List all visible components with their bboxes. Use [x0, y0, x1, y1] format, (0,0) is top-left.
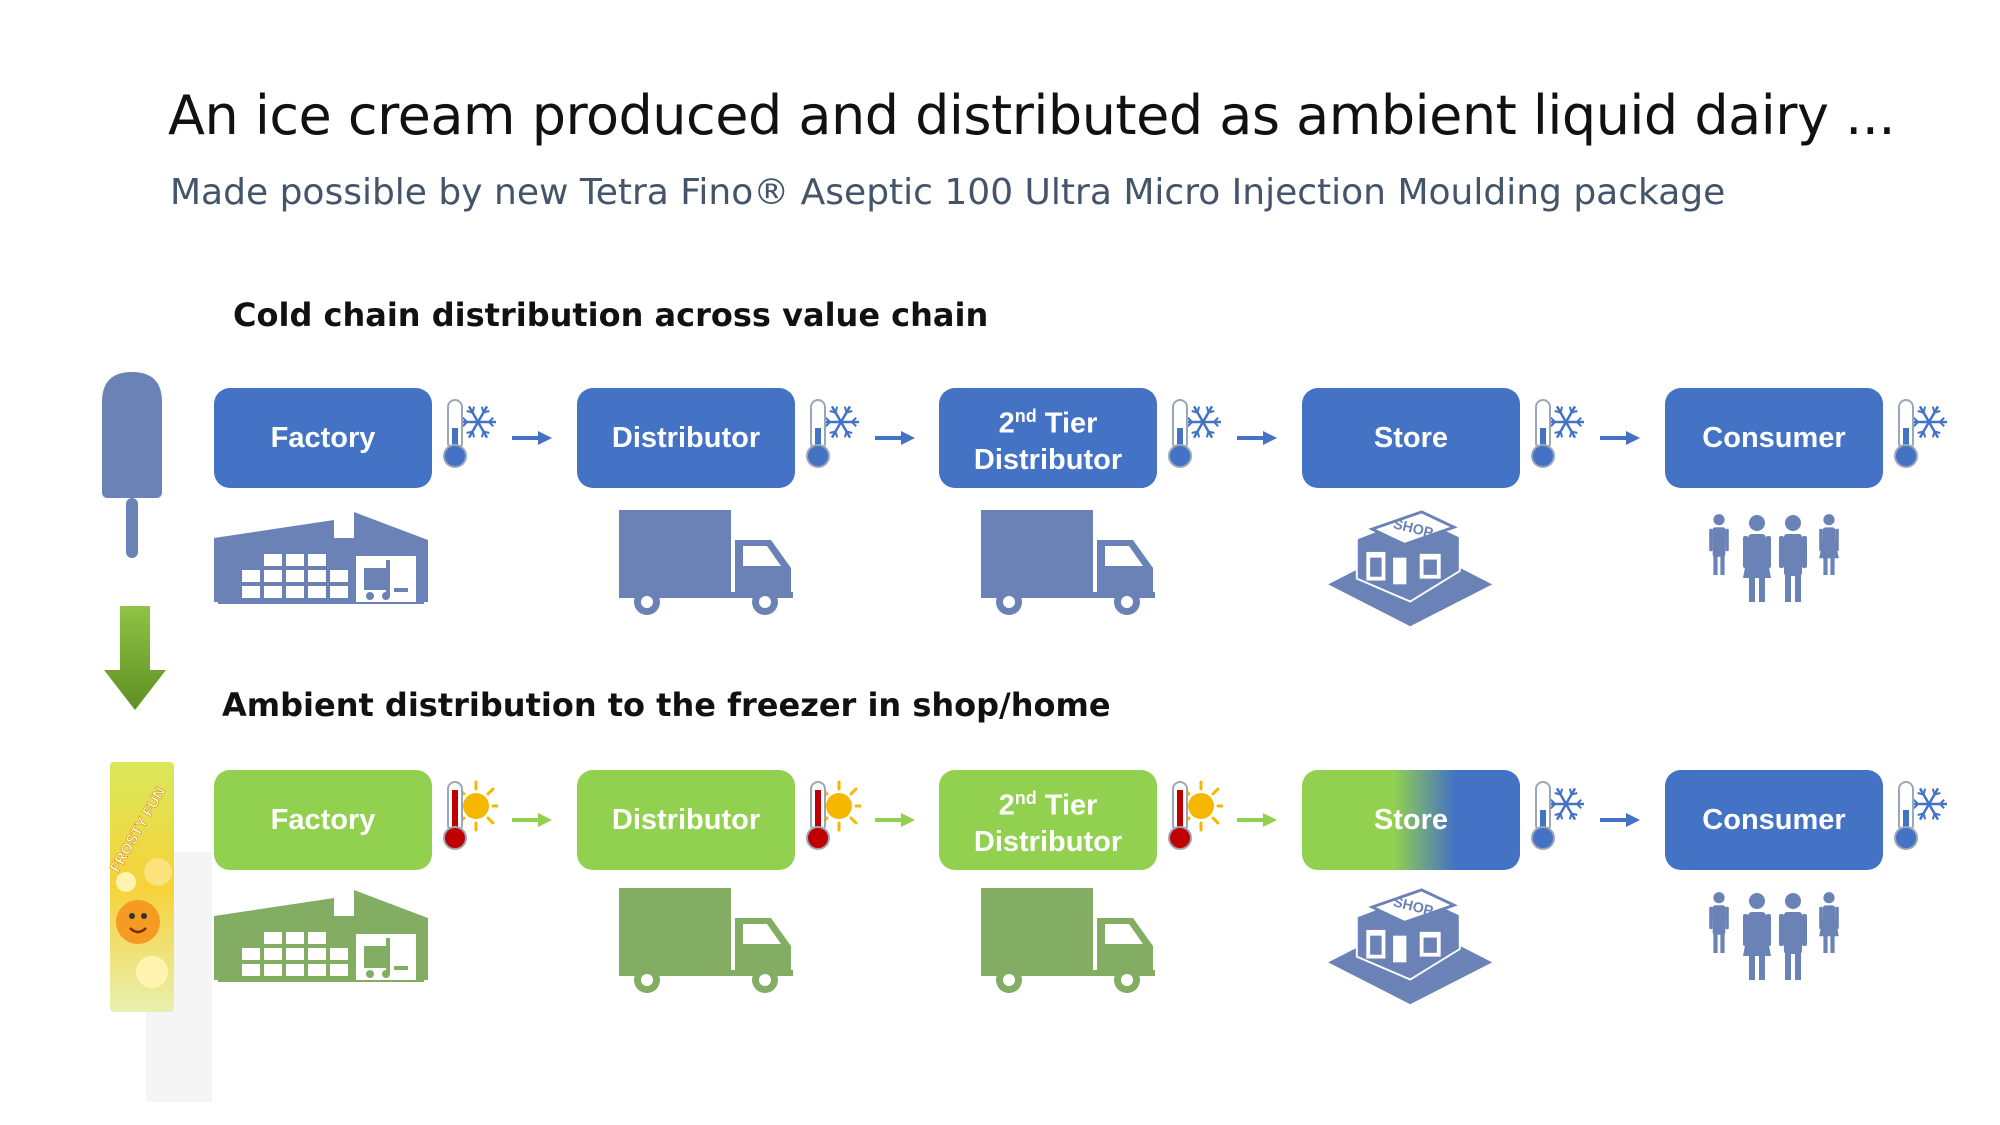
step-label-ordinal-suffix: nd [1014, 406, 1037, 427]
step-label-ordinal-suffix: nd [1014, 788, 1037, 809]
step-label-line2: Distributor [973, 825, 1123, 858]
truck-icon [981, 888, 1155, 993]
right-arrow-icon [512, 431, 552, 445]
step-label: Store [1373, 422, 1449, 454]
thermometer-snowflake-icon [1894, 781, 1947, 850]
page-subtitle: Made possible by new Tetra Fino® Aseptic… [170, 172, 1726, 213]
thermometer-snowflake-icon [1531, 781, 1584, 850]
factory-icon [214, 512, 428, 604]
truck-icon [619, 510, 793, 615]
step-label: Store [1373, 804, 1449, 836]
ambient-chain-step-store: Store [1302, 770, 1520, 870]
thermometer-snowflake-icon [443, 399, 496, 468]
cold-chain-step-store: Store [1302, 388, 1520, 488]
truck-icon [981, 510, 1155, 615]
step-label-line2: Distributor [973, 443, 1123, 476]
thermometer-snowflake-icon [1531, 399, 1584, 468]
step-label: Consumer [1702, 804, 1846, 836]
step-label: Consumer [1702, 422, 1846, 454]
factory-icon [214, 890, 428, 982]
step-label: Distributor [611, 804, 761, 836]
right-arrow-icon [875, 431, 915, 445]
shop-icon: SHOP [1328, 510, 1493, 627]
ambient-chain-step-distributor: Distributor [577, 770, 795, 870]
step-label-ordinal: 2 [998, 789, 1015, 822]
right-arrow-icon [1600, 813, 1640, 827]
thermometer-snowflake-icon [806, 399, 859, 468]
cold-chain-step-factory: Factory [214, 388, 432, 488]
family-icon [1709, 514, 1839, 602]
thermometer-snowflake-icon [1894, 399, 1947, 468]
step-label-ordinal: 2 [998, 407, 1015, 440]
popsicle-icon [102, 372, 162, 558]
right-arrow-icon [512, 813, 552, 827]
right-arrow-icon [1237, 813, 1277, 827]
thermometer-sun-icon [1168, 780, 1223, 850]
step-label: Factory [270, 804, 376, 836]
thermometer-snowflake-icon [1168, 399, 1221, 468]
step-label-tier: Tier [1036, 407, 1098, 440]
thermometer-sun-icon [806, 780, 861, 850]
thermometer-sun-icon [443, 780, 498, 850]
cold-chain-step-distributor: Distributor [577, 388, 795, 488]
shop-icon: SHOP [1328, 888, 1493, 1005]
right-arrow-icon [875, 813, 915, 827]
step-label-tier: Tier [1036, 789, 1098, 822]
step-label: Factory [270, 422, 376, 454]
down-arrow-icon [104, 606, 166, 710]
step-label: Distributor [611, 422, 761, 454]
cold-chain-step-consumer: Consumer [1665, 388, 1883, 488]
truck-icon [619, 888, 793, 993]
ambient-chain-step-factory: Factory [214, 770, 432, 870]
right-arrow-icon [1237, 431, 1277, 445]
cold-chain-heading: Cold chain distribution across value cha… [233, 296, 989, 334]
ambient-ice-package-icon: FROSTY FUN [108, 762, 212, 1102]
page-title: An ice cream produced and distributed as… [168, 84, 1896, 147]
ambient-chain-step-consumer: Consumer [1665, 770, 1883, 870]
family-icon [1709, 892, 1839, 980]
ambient-chain-heading: Ambient distribution to the freezer in s… [222, 686, 1111, 724]
right-arrow-icon [1600, 431, 1640, 445]
